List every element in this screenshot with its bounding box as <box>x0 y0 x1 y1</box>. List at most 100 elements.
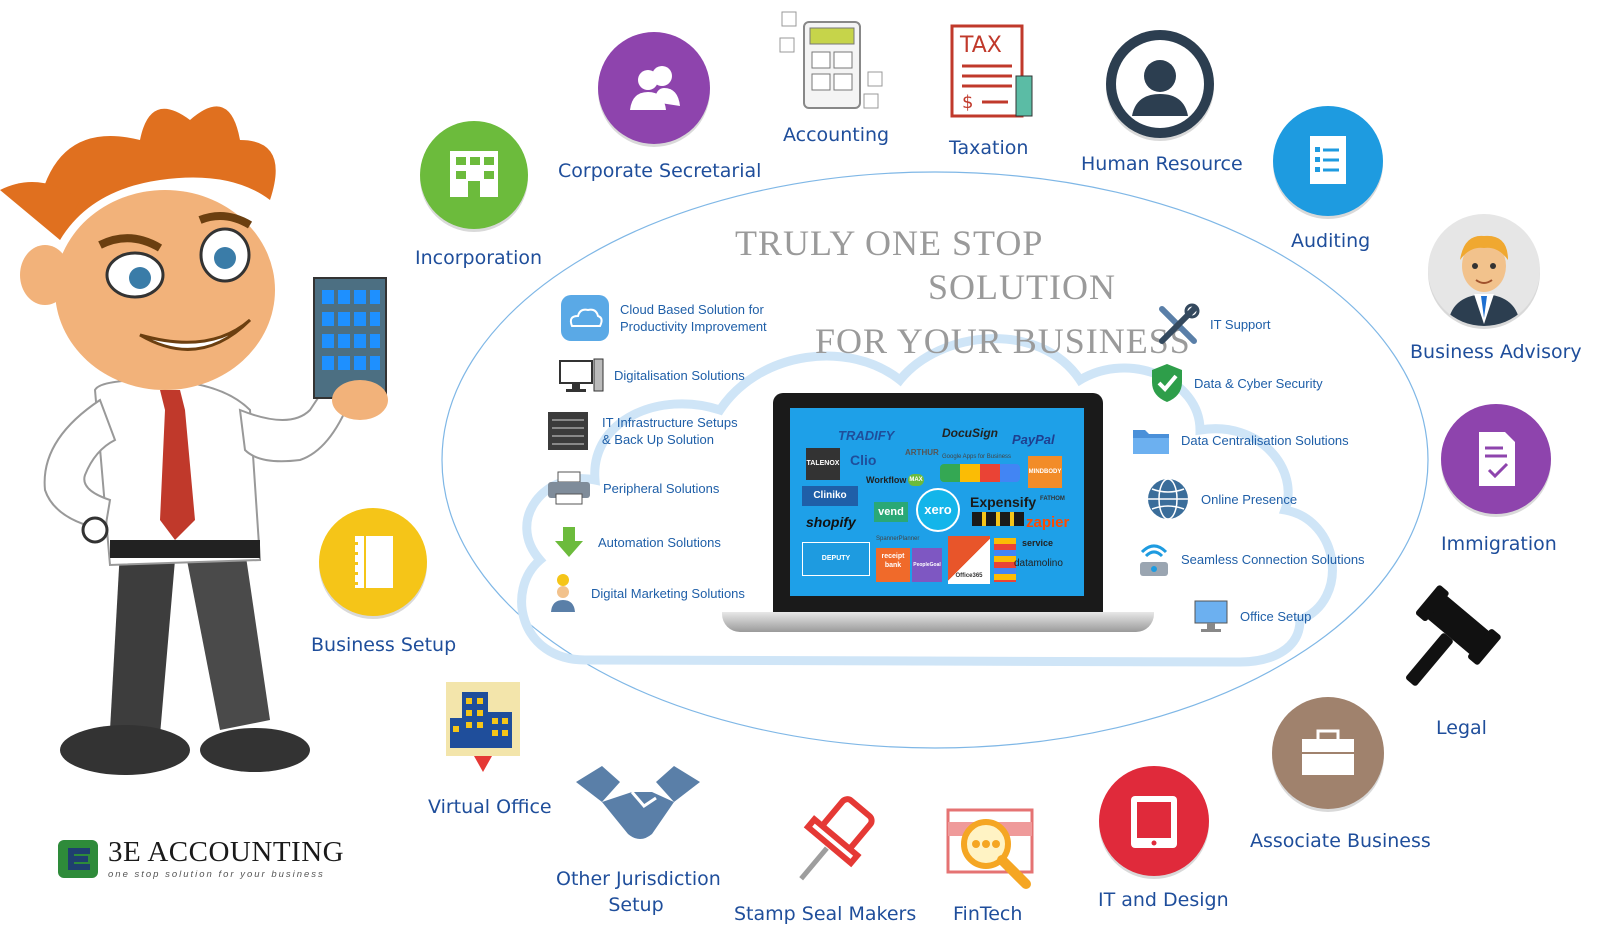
business-setup-icon[interactable] <box>319 508 427 616</box>
inner-peripheral[interactable]: Peripheral Solutions <box>546 470 719 506</box>
office365-logo: Office365 <box>948 536 990 584</box>
server-rack-icon <box>548 412 588 450</box>
inner-digital-marketing-label: Digital Marketing Solutions <box>591 585 745 601</box>
inner-automation-label: Automation Solutions <box>598 534 721 550</box>
immigration-label[interactable]: Immigration <box>1441 533 1557 555</box>
human-resource-icon[interactable] <box>1106 30 1214 138</box>
globe-icon <box>1148 478 1188 520</box>
expensify-icons <box>972 512 1024 526</box>
shopify-logo: shopify <box>806 514 856 530</box>
inner-cyber-security-label: Data & Cyber Security <box>1194 375 1323 391</box>
human-resource-label[interactable]: Human Resource <box>1081 153 1243 175</box>
stamp-seal-makers-label[interactable]: Stamp Seal Makers <box>734 903 917 925</box>
auditing-label[interactable]: Auditing <box>1291 230 1371 252</box>
inner-it-support[interactable]: IT Support <box>1156 303 1270 345</box>
vend-logo: vend <box>874 502 908 522</box>
inner-cloud-solution-line1: Cloud Based Solution for <box>620 302 764 317</box>
inner-seamless-connection[interactable]: Seamless Connection Solutions <box>1136 538 1365 580</box>
talenox-logo: TALENOX <box>806 448 840 480</box>
receipt-bank-logo: receipt bank <box>876 548 910 582</box>
company-tagline: one stop solution for your business <box>108 869 325 880</box>
down-arrow-icon <box>555 527 583 557</box>
calculator-icon[interactable] <box>778 10 888 115</box>
tax-document-icon[interactable]: TAX $ <box>948 22 1038 122</box>
folder-icon <box>1133 430 1169 454</box>
inner-it-infrastructure-line2: & Back Up Solution <box>602 432 715 447</box>
virtual-office-building-icon[interactable] <box>446 682 520 774</box>
fintech-magnifier-icon[interactable] <box>946 800 1038 892</box>
inner-online-presence[interactable]: Online Presence <box>1146 477 1297 521</box>
incorporation-label[interactable]: Incorporation <box>415 247 543 269</box>
marketing-person-icon <box>551 574 575 612</box>
inner-office-setup-label: Office Setup <box>1240 608 1312 624</box>
handshake-icon[interactable] <box>572 762 704 850</box>
monitor-icon <box>1194 600 1228 632</box>
inner-peripheral-label: Peripheral Solutions <box>603 480 720 496</box>
hero-title-line3: FOR YOUR BUSINESS <box>815 321 1191 361</box>
arthur-logo: ARTHUR <box>905 448 939 457</box>
inner-cloud-solution[interactable]: Cloud Based Solution for Productivity Im… <box>560 294 767 342</box>
printer-icon <box>548 471 590 505</box>
inner-seamless-connection-label: Seamless Connection Solutions <box>1181 551 1365 567</box>
spannerplanner-logo: SpannerPlanner <box>876 536 920 542</box>
inner-it-infrastructure[interactable]: IT Infrastructure Setups & Back Up Solut… <box>546 410 738 452</box>
company-name: 3E ACCOUNTING <box>108 836 345 868</box>
cliniko-logo: Cliniko <box>802 486 858 506</box>
associate-business-icon[interactable] <box>1272 697 1384 809</box>
push-pin-icon[interactable] <box>780 792 885 892</box>
business-setup-label[interactable]: Business Setup <box>311 634 457 656</box>
zapier-logo: zapier <box>1026 514 1070 531</box>
incorporation-icon[interactable] <box>420 121 528 229</box>
business-advisory-label[interactable]: Business Advisory <box>1410 341 1582 363</box>
auditing-icon[interactable] <box>1273 106 1383 216</box>
inner-automation[interactable]: Automation Solutions <box>552 525 721 559</box>
other-jurisdiction-label[interactable]: Other Jurisdiction Setup <box>556 866 721 918</box>
inner-data-centralisation[interactable]: Data Centralisation Solutions <box>1131 424 1349 456</box>
svg-text:TAX: TAX <box>959 33 1002 58</box>
inner-digitalisation-label: Digitalisation Solutions <box>614 367 745 383</box>
docusign-logo: DocuSign <box>942 426 998 440</box>
datamolino-logo: datamolino <box>1014 558 1063 569</box>
inner-cyber-security[interactable]: Data & Cyber Security <box>1150 362 1323 404</box>
xero-logo: xero <box>916 488 960 532</box>
laptop-screen: TRADIFY DocuSign PayPal TALENOX Clio ART… <box>790 408 1084 596</box>
hero-title-line1: TRULY ONE STOP <box>735 223 1044 263</box>
business-advisor-avatar[interactable] <box>1428 214 1540 326</box>
cloud-icon <box>561 295 609 341</box>
fintech-label[interactable]: FinTech <box>953 903 1023 925</box>
app-grid-icon <box>994 538 1016 582</box>
mindbody-logo: MINDBODY <box>1028 456 1062 488</box>
shield-check-icon <box>1152 364 1182 402</box>
inner-digitalisation[interactable]: Digitalisation Solutions <box>558 357 745 393</box>
inner-office-setup[interactable]: Office Setup <box>1193 599 1311 633</box>
accounting-label[interactable]: Accounting <box>783 124 890 146</box>
gavel-icon[interactable] <box>1395 585 1510 700</box>
inner-digital-marketing[interactable]: Digital Marketing Solutions <box>546 572 745 614</box>
workflowmax-badge: MAX <box>908 474 924 486</box>
tradify-logo: TRADIFY <box>838 428 895 443</box>
other-jurisdiction-line1: Other Jurisdiction <box>556 868 721 890</box>
inner-online-presence-label: Online Presence <box>1201 491 1298 507</box>
associate-business-label[interactable]: Associate Business <box>1250 830 1431 852</box>
wifi-router-icon <box>1140 544 1168 576</box>
svg-text:$: $ <box>962 92 973 113</box>
immigration-icon[interactable] <box>1441 404 1551 514</box>
it-and-design-icon[interactable] <box>1099 766 1209 876</box>
corporate-secretarial-label[interactable]: Corporate Secretarial <box>558 160 762 182</box>
corporate-secretarial-icon[interactable] <box>598 32 710 144</box>
3e-accounting-logo-mark <box>58 840 98 878</box>
hero-title-line2: SOLUTION <box>928 267 1116 307</box>
legal-label[interactable]: Legal <box>1436 717 1487 739</box>
paypal-logo: PayPal <box>1012 432 1055 447</box>
fathom-logo: FATHOM <box>1040 496 1065 502</box>
expensify-logo: Expensify <box>970 494 1037 510</box>
inner-data-centralisation-label: Data Centralisation Solutions <box>1181 432 1349 448</box>
virtual-office-label[interactable]: Virtual Office <box>428 796 552 818</box>
taxation-label[interactable]: Taxation <box>949 137 1029 159</box>
inner-it-infrastructure-line1: IT Infrastructure Setups <box>602 415 738 430</box>
clio-logo: Clio <box>850 452 877 468</box>
servicem8-logo: service <box>1022 538 1054 548</box>
other-jurisdiction-line2: Setup <box>608 894 664 916</box>
it-and-design-label[interactable]: IT and Design <box>1098 889 1229 911</box>
computer-desktop-icon <box>559 358 604 392</box>
